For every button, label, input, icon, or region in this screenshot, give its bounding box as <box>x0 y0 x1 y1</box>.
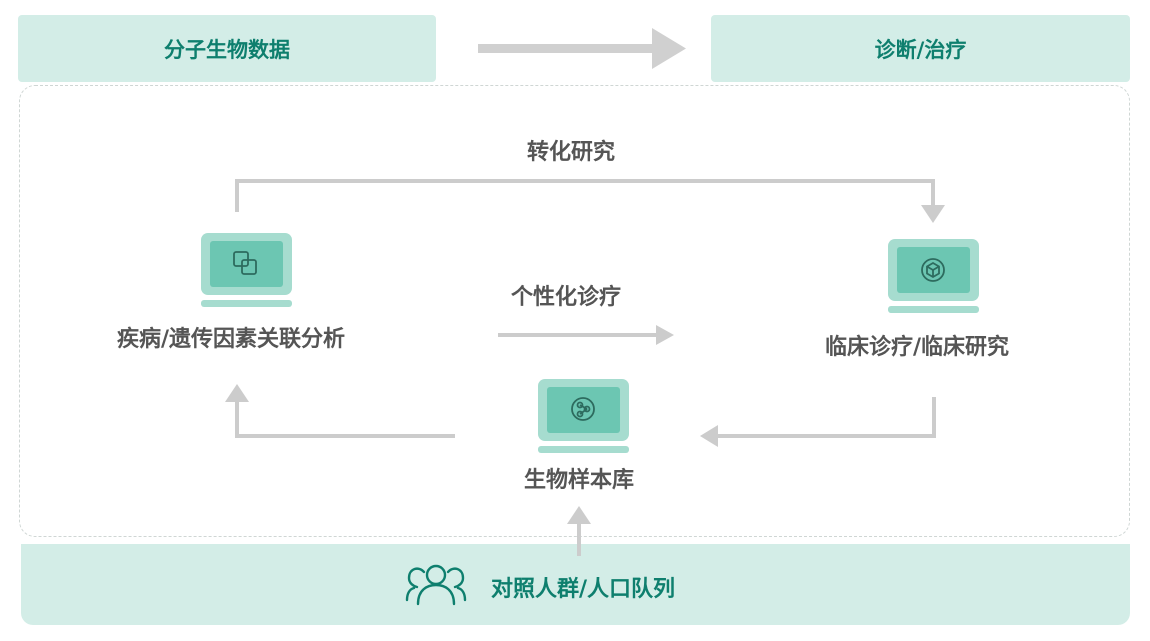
biobank-laptop-icon <box>538 379 629 453</box>
molecular-data-box: 分子生物数据 <box>18 15 436 82</box>
diagnosis-treatment-label: 诊断/治疗 <box>874 37 967 62</box>
cohort-band <box>21 544 1130 625</box>
cohort-label: 对照人群/人口队列 <box>491 577 676 602</box>
people-group-icon <box>405 564 467 606</box>
analysis-laptop-icon <box>201 233 292 307</box>
association-analysis-label: 疾病/遗传因素关联分析 <box>117 327 346 352</box>
biobank-label: 生物样本库 <box>524 468 635 493</box>
clinical-research-label: 临床诊疗/临床研究 <box>825 335 1010 360</box>
translational-arrow-head <box>921 205 945 223</box>
personalized-diagnosis-label: 个性化诊疗 <box>511 285 622 310</box>
personalized-arrow <box>498 325 674 345</box>
cohort-to-biobank-arrow <box>567 506 591 556</box>
research-cycle-frame <box>19 85 1130 537</box>
molecular-data-label: 分子生物数据 <box>164 37 290 62</box>
clinical-laptop-icon <box>888 239 979 313</box>
top-flow-arrow <box>478 28 686 69</box>
diagnosis-treatment-box: 诊断/治疗 <box>711 15 1130 82</box>
clinical-to-biobank-arrow <box>700 397 936 447</box>
biobank-to-analysis-arrow <box>225 384 455 438</box>
translational-arrow <box>235 179 935 212</box>
translational-research-label: 转化研究 <box>527 140 616 165</box>
